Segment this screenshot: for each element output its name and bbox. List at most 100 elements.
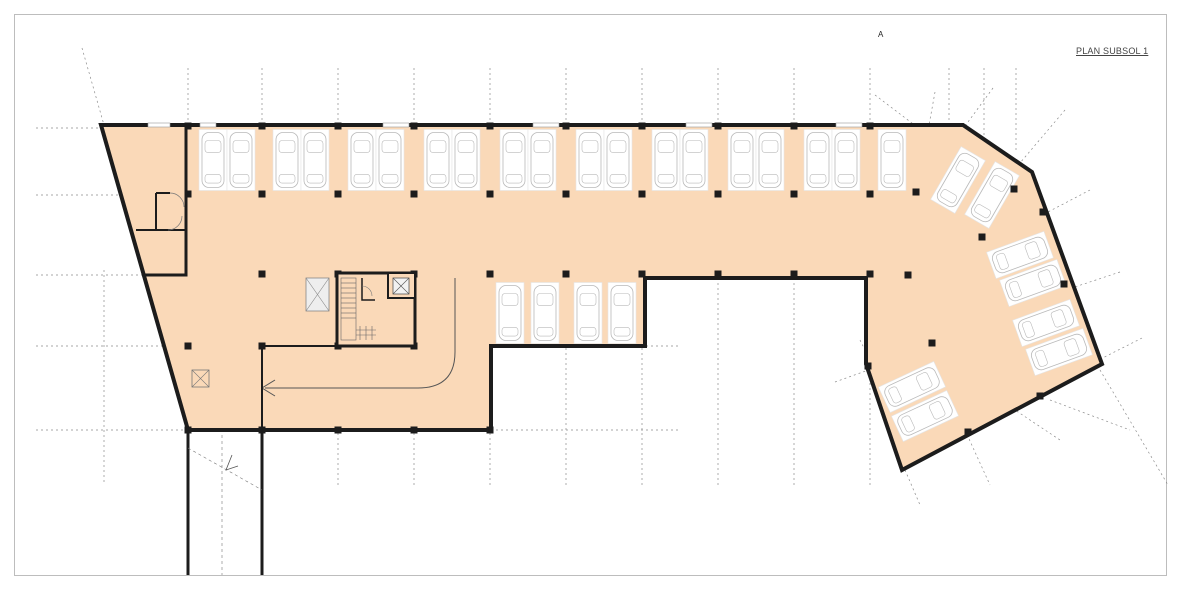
car-icon <box>1030 333 1088 371</box>
car-icon <box>454 132 478 188</box>
parking-bay <box>831 129 861 191</box>
service-rooms <box>136 125 210 388</box>
car-icon <box>1017 304 1075 342</box>
car-rear-window <box>809 174 827 184</box>
section-marker: A <box>878 30 884 39</box>
parking-bay <box>375 129 405 191</box>
column <box>866 270 874 278</box>
car-windshield <box>579 293 597 306</box>
car-icon <box>578 132 602 188</box>
parking-bay <box>527 129 557 191</box>
car-rear-window <box>501 327 519 337</box>
car-icon <box>880 132 904 188</box>
car-rear-window <box>278 174 296 184</box>
exterior-walls <box>98 123 1105 473</box>
parking-bay <box>1012 299 1080 347</box>
parking-bay <box>198 129 228 191</box>
column <box>486 190 494 198</box>
grid-line <box>964 429 991 486</box>
parking-bay <box>679 129 709 191</box>
parking-bay <box>530 282 560 344</box>
column <box>562 190 570 198</box>
car-rear-window <box>761 174 779 184</box>
plan-title: PLAN SUBSOL 1 <box>1076 46 1149 56</box>
column <box>714 190 722 198</box>
parking-bay <box>347 129 377 191</box>
car-windshield <box>457 140 475 153</box>
column <box>866 190 874 198</box>
parking-bay <box>423 129 453 191</box>
car-icon <box>758 132 782 188</box>
parking-bay <box>986 231 1054 279</box>
car-icon <box>806 132 830 188</box>
grid-line <box>1099 369 1169 486</box>
car-windshield <box>955 159 974 177</box>
car-icon <box>275 132 299 188</box>
car-icon <box>970 167 1014 223</box>
car-rear-window <box>533 174 551 184</box>
column <box>978 233 986 241</box>
car-rear-window <box>429 174 447 184</box>
car-windshield <box>536 293 554 306</box>
window-openings <box>147 122 863 128</box>
car-icon <box>884 367 940 407</box>
column <box>184 190 192 198</box>
parking-bay <box>651 129 681 191</box>
parking-bay <box>878 361 946 413</box>
car-icon <box>682 132 706 188</box>
car-rear-window <box>1009 280 1022 298</box>
car-windshield <box>581 140 599 153</box>
car-windshield <box>1024 241 1041 260</box>
grid-line <box>904 469 921 506</box>
parking-bay <box>573 282 603 344</box>
column <box>562 270 570 278</box>
car-icon <box>610 285 634 341</box>
car-rear-window <box>613 327 631 337</box>
car-windshield <box>1063 338 1080 357</box>
sheet-frame <box>14 14 1167 576</box>
car-windshield <box>883 140 901 153</box>
car-rear-window <box>837 174 855 184</box>
column <box>790 190 798 198</box>
car-rear-window <box>609 174 627 184</box>
car-windshield <box>657 140 675 153</box>
car-icon <box>1004 264 1062 302</box>
car-windshield <box>837 140 855 153</box>
car-rear-window <box>974 204 991 219</box>
car-windshield <box>929 401 946 420</box>
car-rear-window <box>996 252 1009 270</box>
car-windshield <box>1037 269 1054 288</box>
car-windshield <box>204 140 222 153</box>
parking-bay <box>727 129 757 191</box>
parking-bay <box>226 129 256 191</box>
column <box>964 428 972 436</box>
grid-line <box>979 109 1066 211</box>
parking-bay <box>999 259 1067 307</box>
column <box>714 270 722 278</box>
parking-bay <box>930 146 986 214</box>
column <box>638 190 646 198</box>
column <box>638 270 646 278</box>
car-rear-window <box>888 386 902 404</box>
car-windshield <box>505 140 523 153</box>
car-icon <box>303 132 327 188</box>
column <box>258 190 266 198</box>
parking-bay <box>603 129 633 191</box>
car-rear-window <box>685 174 703 184</box>
parking-bay <box>272 129 302 191</box>
car-windshield <box>306 140 324 153</box>
parking-bay <box>803 129 833 191</box>
car-rear-window <box>536 327 554 337</box>
car-icon <box>576 285 600 341</box>
grid-line <box>834 329 981 383</box>
car-windshield <box>733 140 751 153</box>
car-icon <box>834 132 858 188</box>
parking-bay <box>451 129 481 191</box>
column <box>1010 185 1018 193</box>
car-icon <box>533 285 557 341</box>
car-rear-window <box>940 189 957 204</box>
parking-bay <box>575 129 605 191</box>
car-icon <box>654 132 678 188</box>
car-windshield <box>501 293 519 306</box>
